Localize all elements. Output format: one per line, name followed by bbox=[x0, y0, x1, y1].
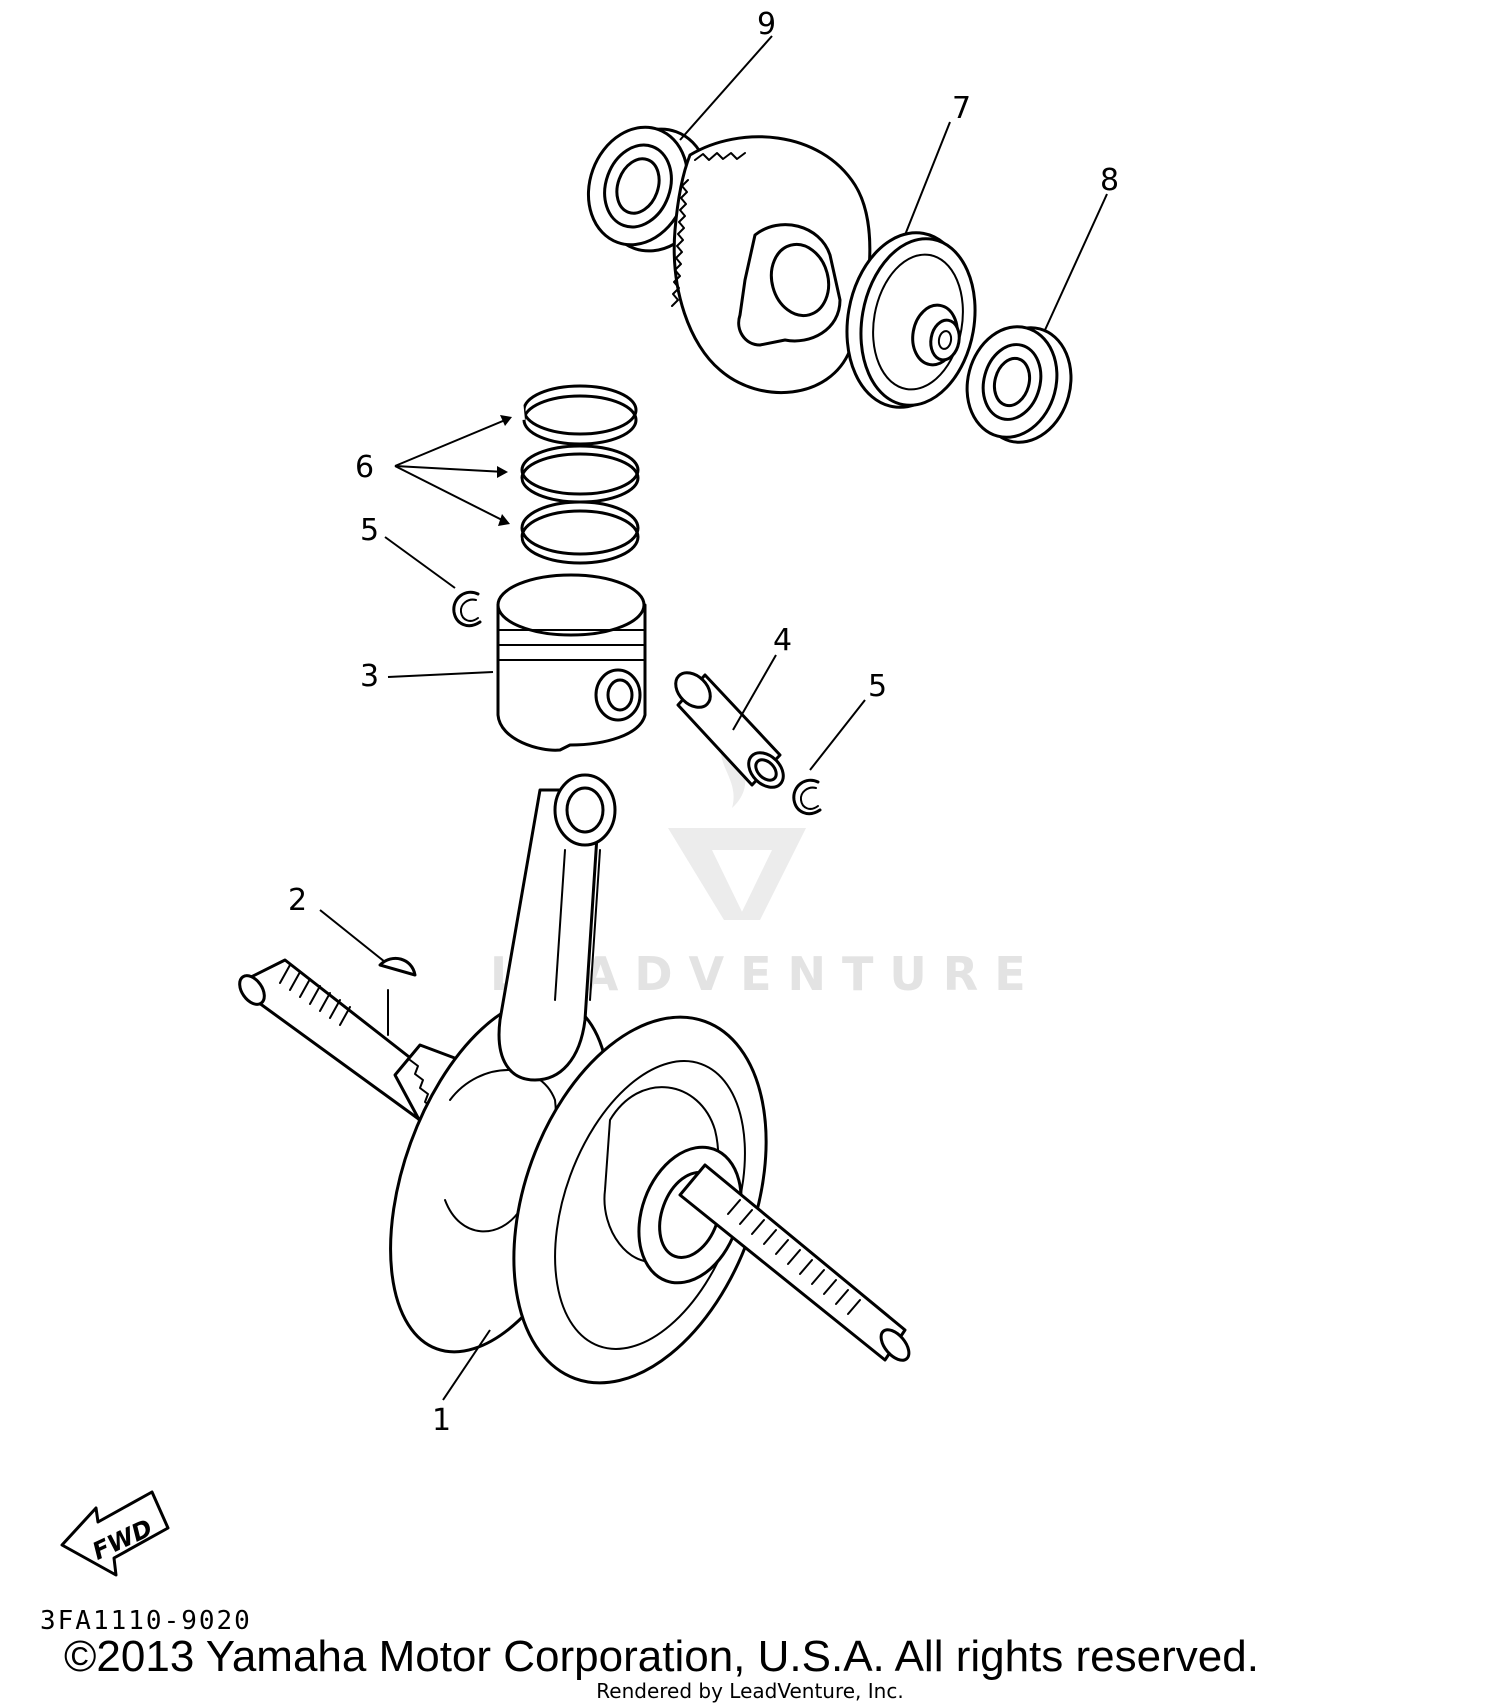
callout-labels: 9 7 8 6 5 3 4 5 2 1 bbox=[288, 7, 1119, 1438]
part-7-balancer-shaft bbox=[671, 135, 977, 409]
leader-9 bbox=[679, 35, 773, 141]
leader-1 bbox=[442, 1329, 491, 1401]
part-6-piston-rings bbox=[513, 384, 640, 565]
leader-5a bbox=[384, 536, 456, 589]
callout-1: 1 bbox=[432, 1403, 451, 1438]
leader-lines bbox=[319, 35, 1108, 1401]
leader-5b bbox=[809, 699, 866, 771]
leader-2 bbox=[319, 909, 386, 963]
part-2-woodruff-key bbox=[378, 956, 417, 1036]
callout-4: 4 bbox=[773, 623, 792, 658]
leader-6b bbox=[394, 465, 506, 473]
callout-5-left: 5 bbox=[360, 513, 379, 548]
copyright-notice: ©2013 Yamaha Motor Corporation, U.S.A. A… bbox=[64, 1632, 1259, 1681]
part-5-circlip-left bbox=[452, 590, 482, 628]
part-4-piston-pin bbox=[674, 671, 785, 789]
fwd-arrow: FWD bbox=[60, 1490, 170, 1577]
leader-4 bbox=[732, 654, 777, 731]
leader-6a bbox=[394, 417, 511, 467]
leader-3 bbox=[387, 671, 494, 678]
part-3-piston bbox=[496, 573, 647, 752]
diagram-code: 3FA1110-9020 bbox=[40, 1606, 252, 1636]
callout-2: 2 bbox=[288, 883, 307, 918]
callout-3: 3 bbox=[360, 659, 379, 694]
callout-5-right: 5 bbox=[868, 669, 887, 704]
leader-8 bbox=[1044, 193, 1108, 331]
leader-7 bbox=[904, 121, 951, 236]
leader-6c bbox=[394, 465, 509, 524]
callout-9: 9 bbox=[757, 7, 776, 42]
callout-8: 8 bbox=[1100, 163, 1119, 198]
rendered-by-credit: Rendered by LeadVenture, Inc. bbox=[596, 1679, 904, 1703]
part-1-crankshaft bbox=[238, 773, 911, 1385]
part-8-bearing bbox=[965, 325, 1073, 444]
callout-7: 7 bbox=[952, 91, 971, 126]
callout-6: 6 bbox=[355, 450, 374, 485]
part-5-circlip-right bbox=[792, 778, 822, 816]
